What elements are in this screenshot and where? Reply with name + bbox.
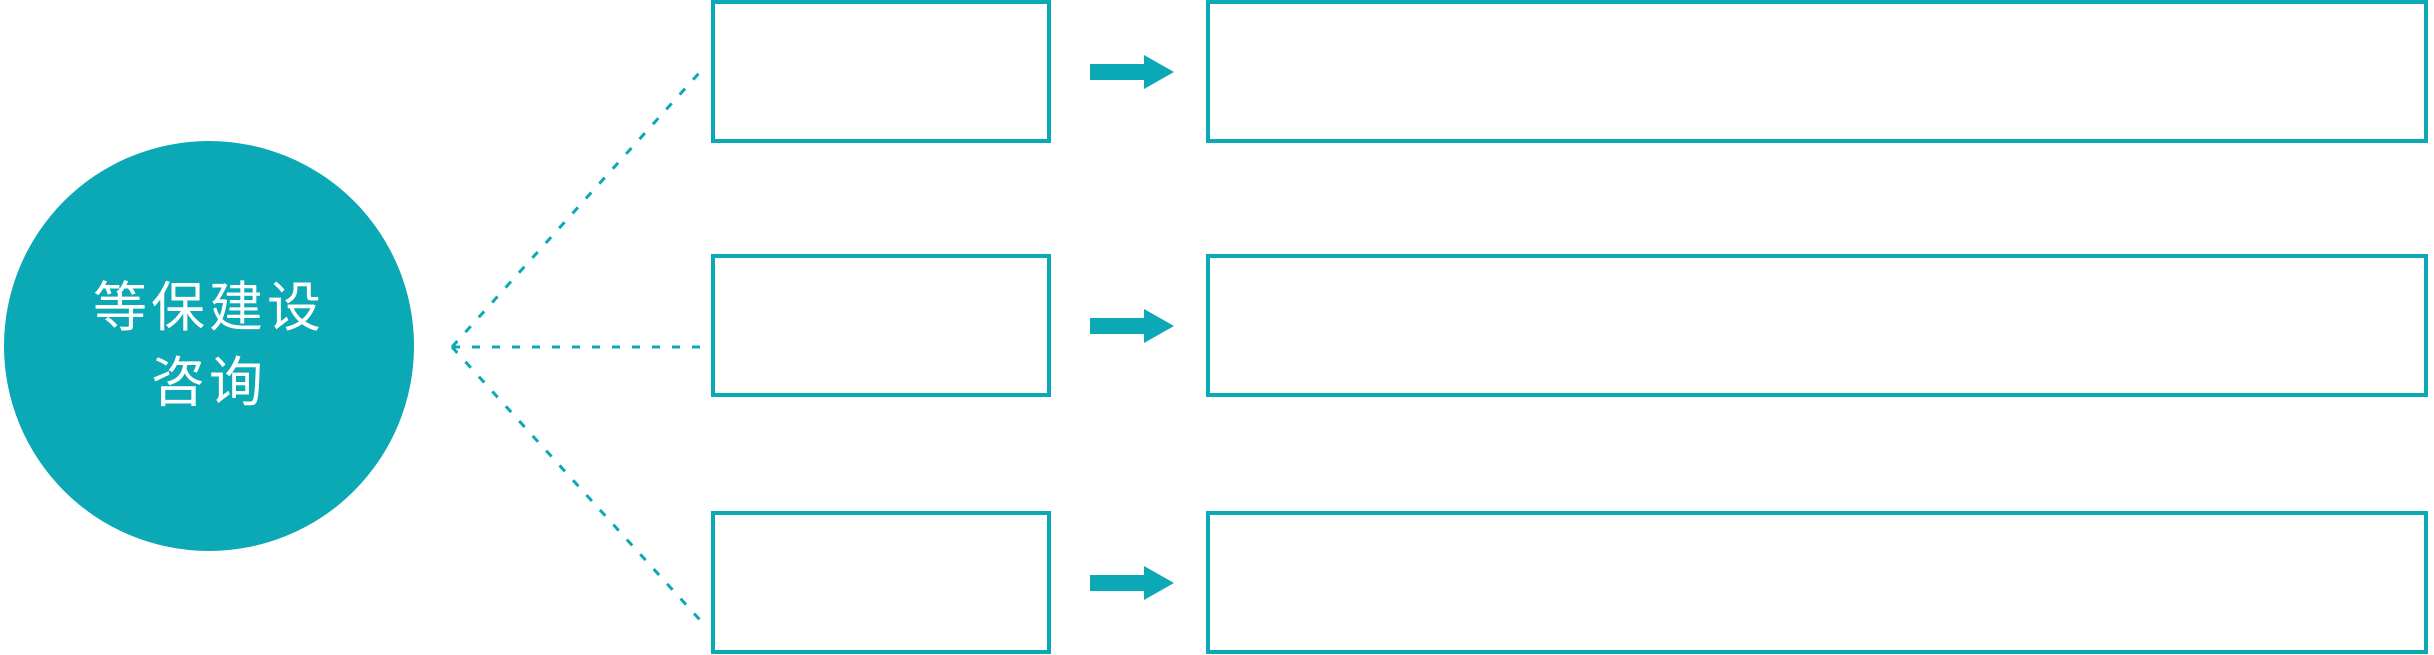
small-box[interactable] [711,0,1051,143]
hub-circle[interactable]: 等保建设 咨询 [4,141,414,551]
arrow-right-icon [1090,566,1174,600]
diagram-row [0,254,2434,397]
arrow-right-icon [1090,55,1174,89]
large-box[interactable] [1206,511,2428,654]
large-box[interactable] [1206,254,2428,397]
diagram-row [0,511,2434,654]
diagram-row [0,0,2434,143]
small-box[interactable] [711,254,1051,397]
hub-label-line-1: 等保建设 [93,278,325,339]
arrow-right-icon [1090,309,1174,343]
small-box[interactable] [711,511,1051,654]
large-box[interactable] [1206,0,2428,143]
hub-label-line-2: 咨询 [151,353,267,413]
